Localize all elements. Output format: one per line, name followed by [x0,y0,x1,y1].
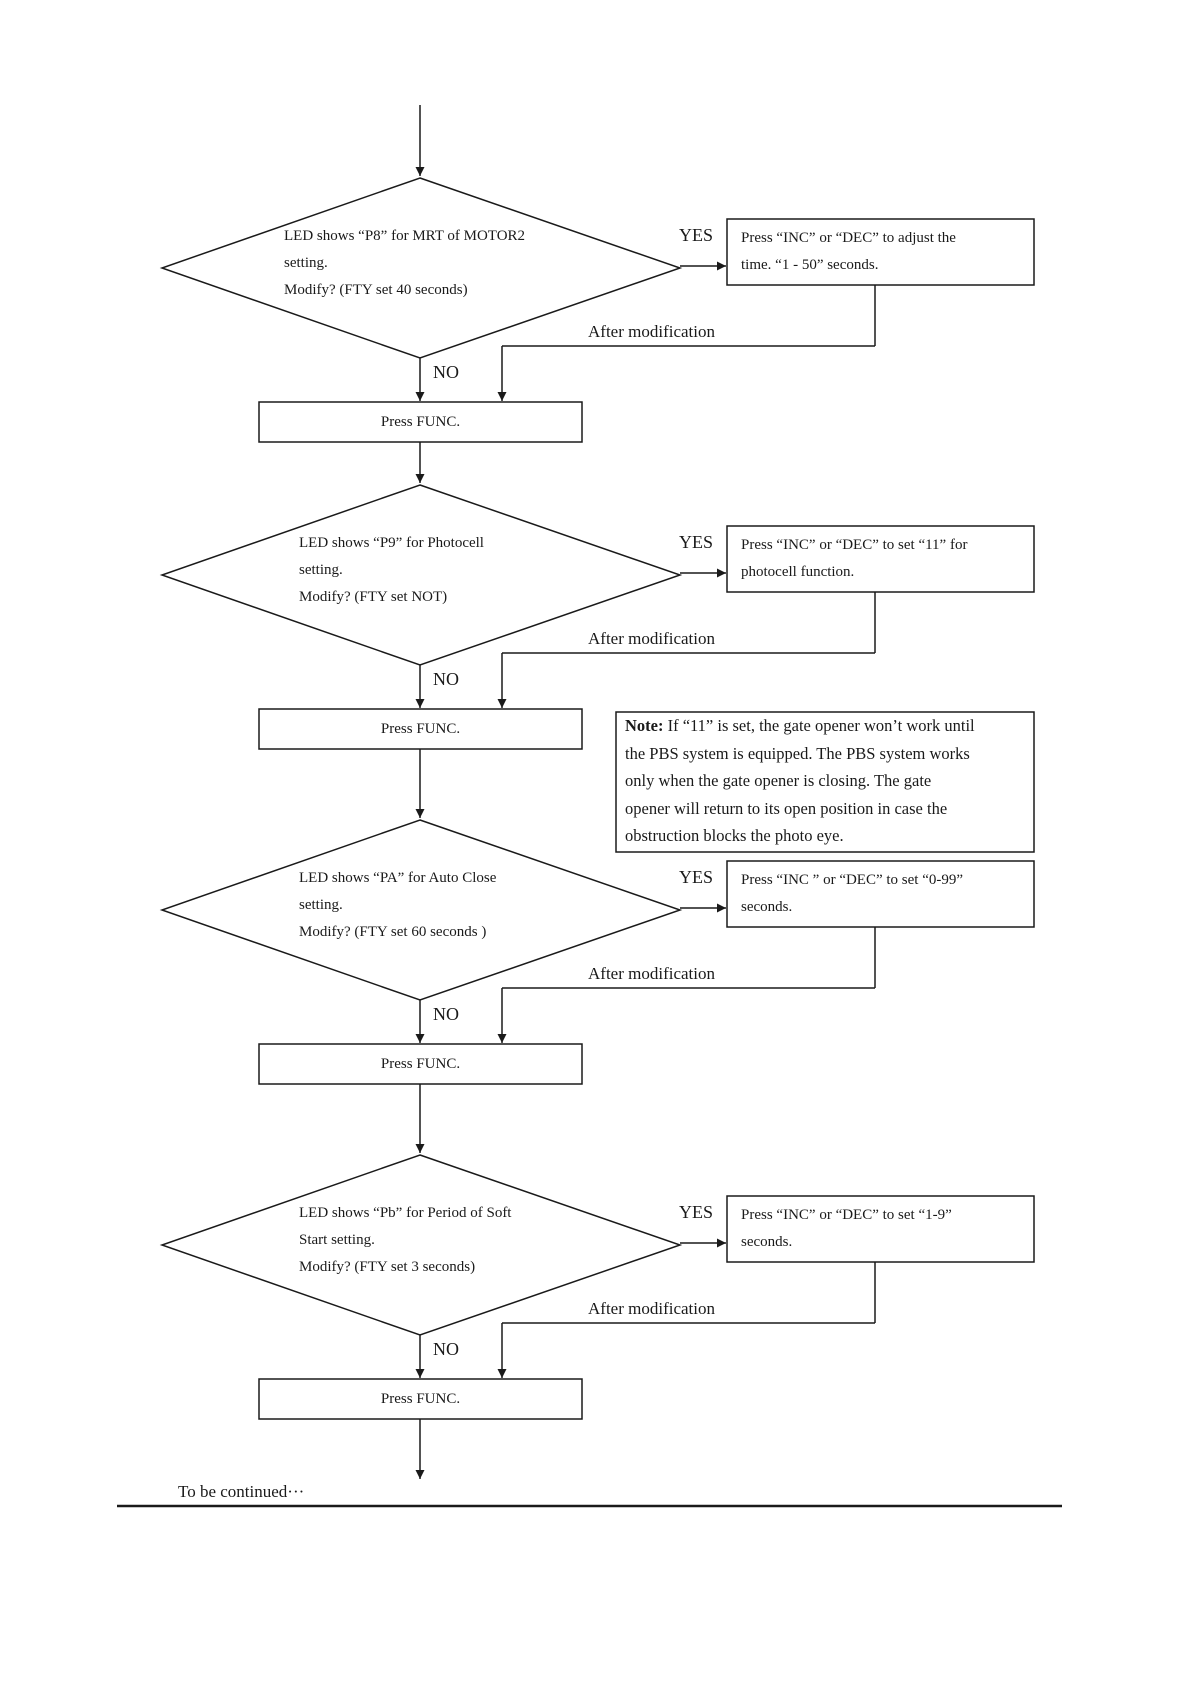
action-text: Press “INC” or “DEC” to adjust the time. … [741,225,1020,279]
yes-label: YES [679,532,714,552]
action-text: Press “INC ” or “DEC” to set “0-99” secon… [741,867,1020,921]
action-line: Press “INC” or “DEC” to adjust the [741,230,956,246]
decision-line: setting. [284,255,328,271]
note-label: Note: [625,716,664,735]
yes-label: YES [679,1202,714,1222]
decision-line: setting. [299,897,343,913]
after-modification-label: After modification [588,1299,715,1318]
action-line: Press “INC” or “DEC” to set “11” for [741,537,968,553]
no-label: NO [433,1339,459,1359]
action-line: seconds. [741,1234,793,1250]
no-label: NO [433,362,459,382]
func-label: Press FUNC. [380,1391,461,1407]
note-line: opener will return to its open position … [625,798,948,818]
decision-line: LED shows “PA” for Auto Close [299,870,497,886]
func-label: Press FUNC. [380,1056,461,1072]
note-line: obstruction blocks the photo eye. [625,826,844,845]
action-text: Press “INC” or “DEC” to set “1-9” seconds… [741,1202,1020,1256]
note-line: the PBS system is equipped. The PBS syst… [625,743,970,763]
after-modification-label: After modification [588,629,715,648]
func-label: Press FUNC. [380,721,461,737]
decision-line: Modify? (FTY set NOT) [299,589,448,605]
action-box [726,218,1035,286]
note-line: If “11” is set, the gate opener won’t wo… [667,716,975,735]
after-modification-label: After modification [588,322,715,341]
action-line: seconds. [741,899,793,915]
action-box [726,1195,1035,1263]
decision-line: LED shows “P9” for Photocell [299,535,484,551]
decision-text: LED shows “P8” for MRT of MOTOR2 setting.… [284,223,530,304]
no-label: NO [433,1004,459,1024]
action-line: photocell function. [741,564,855,580]
yes-label: YES [679,225,714,245]
action-line: Press “INC ” or “DEC” to set “0-99” [741,872,964,888]
note-box [615,711,1035,853]
action-line: Press “INC” or “DEC” to set “1-9” [741,1207,952,1223]
note-text: Note: If “11” is set, the gate opener wo… [625,712,1025,850]
action-box [726,525,1035,593]
no-label: NO [433,669,459,689]
decision-line: Modify? (FTY set 3 seconds) [299,1259,476,1275]
decision-line: Start setting. [299,1232,375,1248]
to-be-continued: To be continued··· [178,1482,305,1501]
decision-line: LED shows “Pb” for Period of Soft [299,1205,512,1221]
decision-line: LED shows “P8” for MRT of MOTOR2 [284,228,526,244]
action-line: time. “1 - 50” seconds. [741,257,879,273]
yes-label: YES [679,867,714,887]
decision-text: LED shows “PA” for Auto Close setting. Mod… [299,865,545,946]
decision-line: Modify? (FTY set 60 seconds ) [299,924,487,940]
note-line: only when the gate opener is closing. Th… [625,771,932,790]
decision-text: LED shows “P9” for Photocell setting. Modi… [299,530,545,611]
action-box [726,860,1035,928]
action-text: Press “INC” or “DEC” to set “11” for phot… [741,532,1020,586]
note-first-line: Note: If “11” is set, the gate opener wo… [625,712,1025,740]
after-modification-label: After modification [588,964,715,983]
decision-line: Modify? (FTY set 40 seconds) [284,282,468,298]
func-label: Press FUNC. [380,414,461,430]
decision-line: setting. [299,562,343,578]
